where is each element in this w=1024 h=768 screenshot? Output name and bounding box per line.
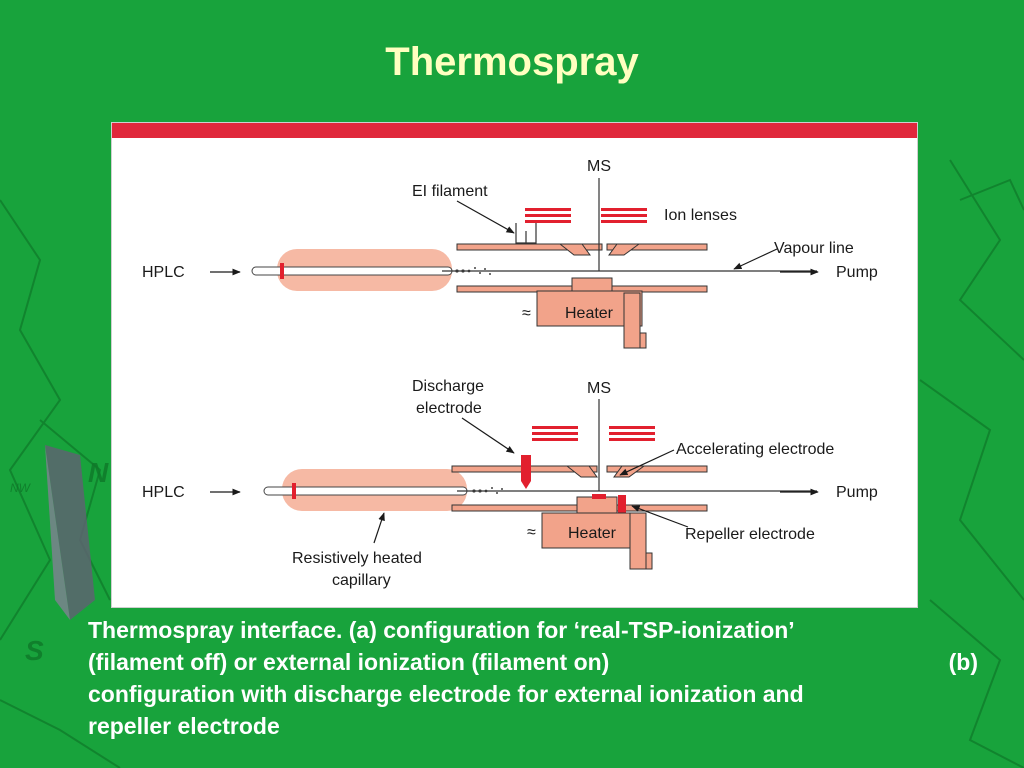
repeller-electrode	[618, 495, 626, 517]
figure-top-bar	[112, 123, 917, 138]
caption-line-1: Thermospray interface. (a) configuration…	[88, 617, 795, 643]
diagram-b: ≈ Discharge electrode MS Accelerating el…	[142, 378, 878, 589]
svg-text:≈: ≈	[527, 524, 536, 541]
caption-line-2: (filament off) or external ionization (f…	[88, 649, 610, 675]
label-hplc-b: HPLC	[142, 484, 185, 501]
svg-text:≈: ≈	[522, 305, 531, 322]
label-capillary-2: capillary	[332, 572, 391, 589]
label-heater-b: Heater	[568, 525, 617, 542]
label-vapour-line: Vapour line	[774, 240, 854, 257]
svg-text:S: S	[25, 635, 44, 666]
label-discharge-electrode-1: Discharge	[412, 378, 484, 395]
label-ms-b: MS	[587, 380, 611, 397]
label-capillary-1: Resistively heated	[292, 550, 422, 567]
compass-decoration: N S NW	[10, 445, 109, 666]
diagram-a: ≈ MS EI filament Ion lenses Vapour line …	[142, 158, 878, 349]
label-repeller-electrode: Repeller electrode	[685, 526, 815, 543]
label-accelerating-electrode: Accelerating electrode	[676, 441, 834, 458]
label-ion-lenses: Ion lenses	[664, 207, 737, 224]
figure-caption: Thermospray interface. (a) configuration…	[88, 614, 978, 742]
ion-lenses-b	[532, 426, 655, 441]
slide-title: Thermospray	[385, 40, 639, 84]
label-pump-a: Pump	[836, 264, 878, 281]
heater-block-b	[541, 512, 643, 549]
svg-text:N: N	[88, 457, 109, 488]
label-discharge-electrode-2: electrode	[416, 400, 482, 417]
label-pump-b: Pump	[836, 484, 878, 501]
caption-line-4: repeller electrode	[88, 713, 280, 739]
thermospray-diagram: ≈ MS EI filament Ion lenses Vapour line …	[112, 123, 917, 589]
label-hplc-a: HPLC	[142, 264, 185, 281]
label-ei-filament: EI filament	[412, 183, 488, 200]
label-heater-a: Heater	[565, 305, 614, 322]
caption-line-2b: (b)	[948, 649, 978, 675]
label-ms-a: MS	[587, 158, 611, 175]
thermospray-figure: ≈ MS EI filament Ion lenses Vapour line …	[111, 122, 918, 608]
caption-line-3: configuration with discharge electrode f…	[88, 681, 804, 707]
discharge-electrode	[521, 455, 531, 489]
svg-text:NW: NW	[10, 481, 32, 495]
ion-lenses-a	[525, 208, 647, 223]
